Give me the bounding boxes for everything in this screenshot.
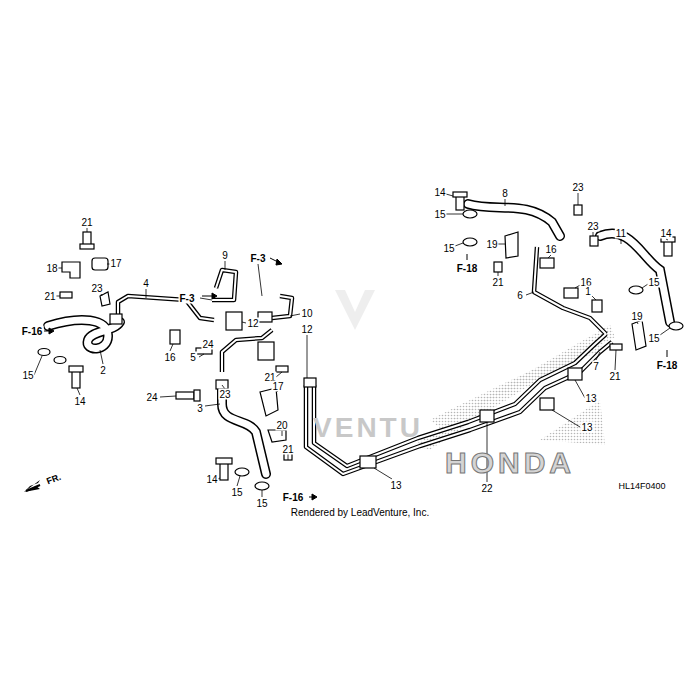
callout-number: 2 [99,365,107,376]
callout-number: 15 [442,243,455,254]
figure-reference: F-3 [250,253,267,264]
callout-number: 21 [43,291,56,302]
callout-number: 5 [189,352,197,363]
callout-number: 15 [433,209,446,220]
callout-number: 13 [584,393,597,404]
callout-number: 23 [90,283,103,294]
callout-number: 21 [608,371,621,382]
callout-number: 15 [647,277,660,288]
watermark-brand: HONDA [445,446,575,479]
callout-number: 16 [544,244,557,255]
callout-number: 13 [389,480,402,491]
callout-number: 23 [571,182,584,193]
callout-number: 15 [255,498,268,509]
callout-number: 4 [142,278,150,289]
callout-number: 22 [480,483,493,494]
callout-number: 14 [205,474,218,485]
callout-number: 21 [281,444,294,455]
diagram-code: HL14F0400 [618,482,665,492]
callout-number: 17 [109,258,122,269]
callout-number: 14 [659,228,672,239]
callout-number: 15 [230,487,243,498]
callout-number: 18 [45,263,58,274]
leader-lines [34,193,670,497]
callout-number: 19 [630,311,643,322]
callout-number: 13 [580,422,593,433]
callout-number: 23 [586,221,599,232]
hardware-parts [38,192,683,490]
callout-number: 19 [485,239,498,250]
callout-number: 14 [433,187,446,198]
callout-number: 17 [271,381,284,392]
callout-number: 10 [300,308,313,319]
callout-number: 15 [21,370,34,381]
callout-number: 11 [615,228,627,239]
figure-reference: F-18 [656,360,679,371]
callout-number: 7 [592,361,600,372]
callout-number: 24 [201,339,214,350]
callout-number: 21 [491,277,504,288]
callout-number: 21 [80,217,93,228]
front-direction-arrow [24,480,40,492]
render-credit: Rendered by LeadVenture, Inc. [289,507,431,518]
figure-reference: F-16 [21,326,44,337]
callout-number: 15 [647,333,660,344]
brake-hoses [48,204,670,474]
figure-reference: F-3 [179,293,196,304]
callout-number: 24 [145,392,158,403]
callout-number: 14 [73,396,86,407]
watermark-text: VENTU [313,413,423,444]
reference-arrows [44,254,667,500]
callout-number: 3 [196,403,204,414]
brake-pipes [118,247,612,474]
callout-number: 16 [163,352,176,363]
callout-number: 1 [584,286,592,297]
callout-number: 9 [221,250,229,261]
callout-number: 23 [218,389,231,400]
callout-number: 8 [501,188,509,199]
callout-number: 12 [246,318,259,329]
callout-number: 20 [275,420,288,431]
front-direction-label: FR. [45,473,62,488]
callout-number: 12 [300,324,313,335]
figure-reference: F-18 [456,263,479,274]
callout-number: 6 [516,290,524,301]
figure-reference: F-16 [282,492,305,503]
